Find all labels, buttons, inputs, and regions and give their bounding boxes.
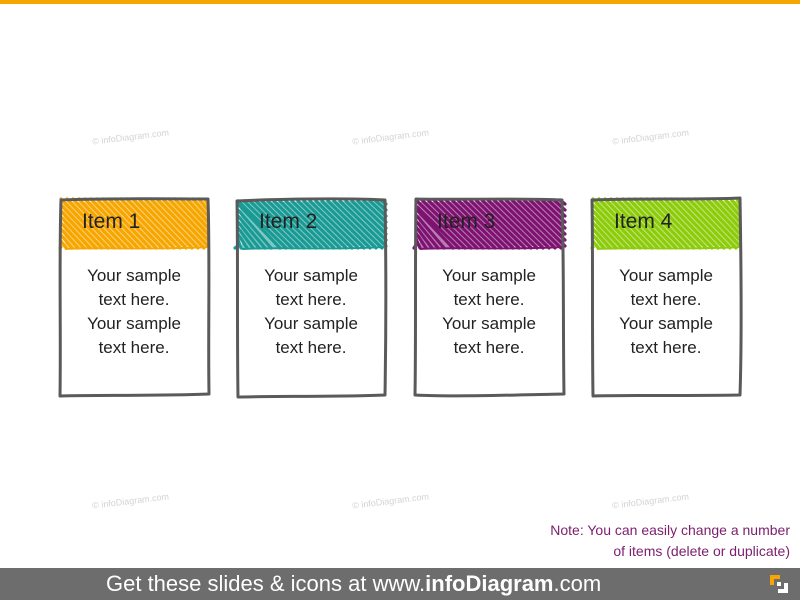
infodiagram-logo-icon (770, 575, 788, 593)
card-frame (412, 197, 567, 398)
item-card-4: Item 4 Your sample text here. Your sampl… (590, 196, 743, 398)
watermark: © infoDiagram.com (351, 127, 430, 147)
watermark: © infoDiagram.com (611, 491, 690, 511)
item-card-1: Item 1 Your sample text here. Your sampl… (58, 196, 211, 398)
card-frame (590, 196, 743, 398)
card-title: Item 4 (614, 210, 673, 233)
card-title: Item 3 (437, 210, 496, 233)
card-body: Your sample text here. Your sample text … (442, 266, 536, 357)
note-text: Note: You can easily change a number of … (550, 520, 790, 562)
note-line-2: of items (delete or duplicate) (613, 543, 790, 559)
footer-bar: Get these slides & icons at www.infoDiag… (0, 568, 800, 600)
card-body: Your sample text here. Your sample text … (264, 266, 358, 357)
card-body: Your sample text here. Your sample text … (87, 266, 181, 357)
card-frame (58, 197, 211, 398)
card-header-scribble (58, 197, 210, 250)
card-header-scribble (412, 198, 567, 250)
footer-brand: infoDiagram (425, 571, 554, 596)
watermark: © infoDiagram.com (91, 491, 170, 511)
card-body: Your sample text here. Your sample text … (619, 266, 713, 357)
card-frame (233, 197, 388, 399)
watermark: © infoDiagram.com (91, 127, 170, 147)
card-title: Item 1 (82, 210, 141, 233)
watermark: © infoDiagram.com (611, 127, 690, 147)
item-card-3: Item 3 Your sample text here. Your sampl… (412, 196, 567, 398)
card-title: Item 2 (259, 210, 318, 233)
top-accent-bar (0, 0, 800, 4)
footer-text: Get these slides & icons at www.infoDiag… (106, 571, 602, 596)
note-line-1: Note: You can easily change a number (550, 522, 790, 538)
item-card-2: Item 2 Your sample text here. Your sampl… (233, 196, 388, 399)
watermark: © infoDiagram.com (351, 491, 430, 511)
